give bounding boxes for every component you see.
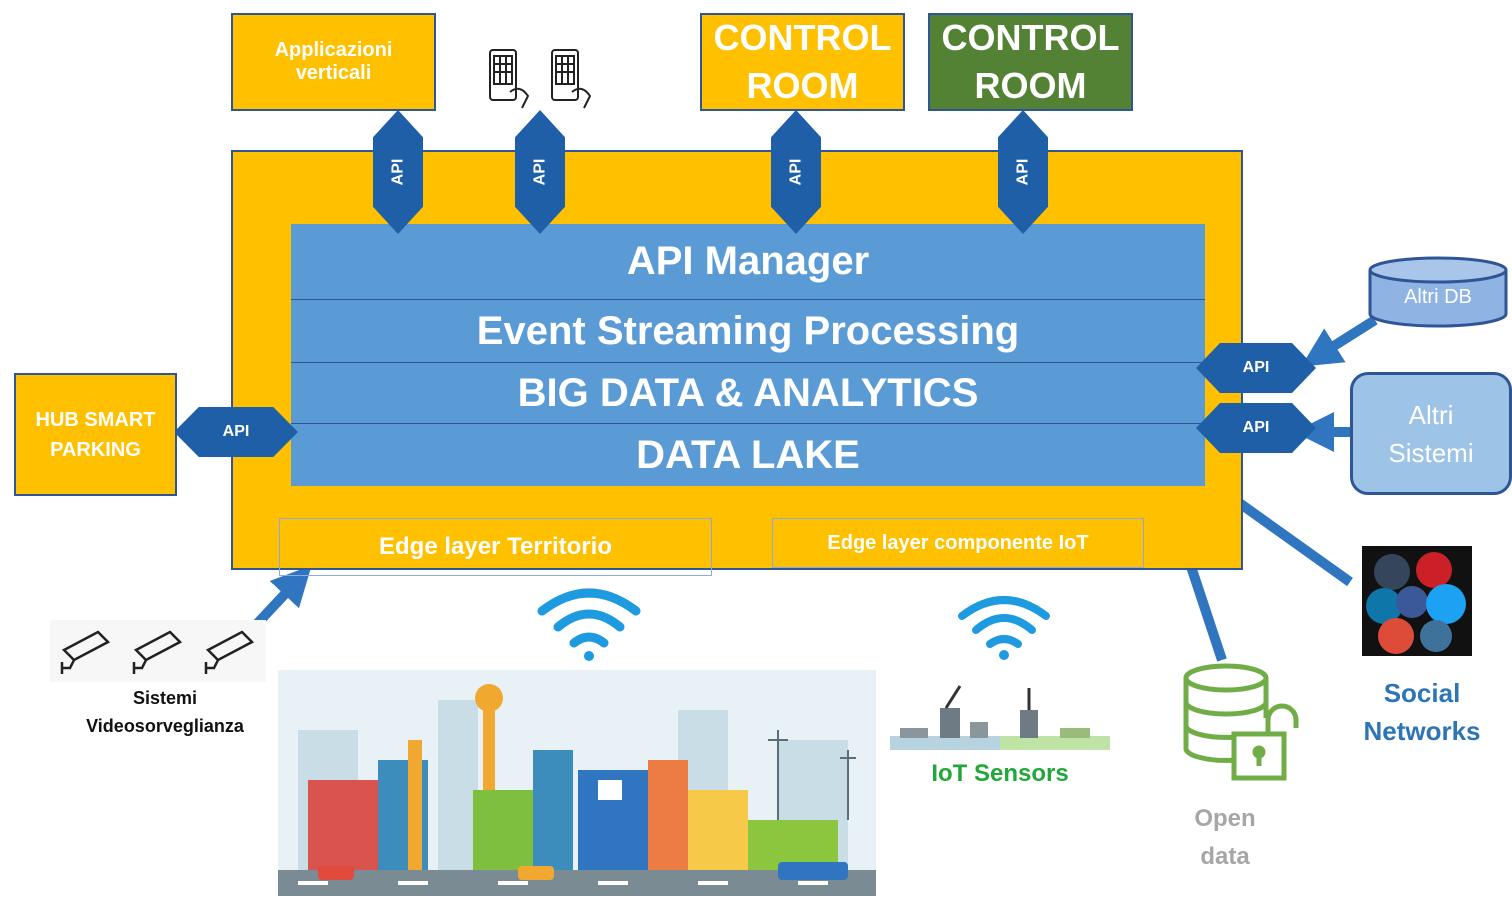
api-label: API [1242,419,1270,436]
big-data-label: BIG DATA & ANALYTICS [517,370,979,415]
edge-territorio-label: Edge layer Territorio [379,533,612,560]
event-streaming-label: Event Streaming Processing [476,308,1020,353]
api-connector-altri-db: API [1196,343,1316,393]
open-data-icon [1178,660,1308,784]
smart-city-illustration [278,670,876,896]
hub-smart-parking-label: HUB SMART PARKING [35,408,156,461]
arrow-altri-db [1301,315,1378,367]
api-label: API [222,423,250,440]
api-manager-layer: API Manager [291,224,1205,300]
open-data-label: Open data [1194,805,1256,870]
api-label: API [1013,158,1031,186]
api-connector-control-room-1: API [771,110,821,234]
control-room-box-green: CONTROL ROOM [928,13,1133,111]
api-connector-altri-sistemi: API [1196,403,1316,453]
videosorveglianza-label: Sistemi Videosorveglianza [86,688,244,736]
api-label: API [1242,359,1270,376]
altri-db-cylinder: Altri DB [1368,256,1508,328]
wifi-icon-iot [956,592,1052,662]
edge-layer-iot: Edge layer componente IoT [772,518,1144,568]
api-connector-hub: API [174,407,298,457]
api-connector-applicazioni: API [373,110,423,234]
api-label: API [786,158,804,186]
wifi-icon-territorio [534,585,644,663]
applicazioni-verticali-label: Applicazioni verticali [274,39,393,84]
altri-sistemi-label: Altri Sistemi [1388,399,1474,468]
data-lake-label: DATA LAKE [636,432,860,477]
api-label: API [530,158,548,186]
cctv-cameras-icon [50,620,266,682]
mobile-devices-icon [480,42,605,112]
hub-smart-parking-box: HUB SMART PARKING [14,373,177,496]
api-connector-mobile: API [515,110,565,234]
altri-db-label: Altri DB [1404,286,1472,308]
iot-sensors-illustration [890,680,1110,762]
big-data-layer: BIG DATA & ANALYTICS [291,363,1205,424]
altri-sistemi-box: Altri Sistemi [1350,372,1512,495]
social-networks-icon [1362,546,1472,656]
data-lake-layer: DATA LAKE [291,424,1205,486]
api-manager-label: API Manager [626,239,870,283]
iot-sensors-label: IoT Sensors [931,760,1069,787]
event-streaming-layer: Event Streaming Processing [291,300,1205,363]
edge-iot-label: Edge layer componente IoT [827,531,1089,554]
social-networks-label: Social Networks [1363,678,1481,746]
applicazioni-verticali-box: Applicazioni verticali [231,13,436,111]
control-room-label-1: CONTROL ROOM [713,17,892,106]
control-room-box-yellow: CONTROL ROOM [700,13,905,111]
control-room-label-2: CONTROL ROOM [941,17,1120,106]
edge-layer-territorio: Edge layer Territorio [279,518,712,576]
api-connector-control-room-2: API [998,110,1048,234]
api-label: API [388,158,406,186]
